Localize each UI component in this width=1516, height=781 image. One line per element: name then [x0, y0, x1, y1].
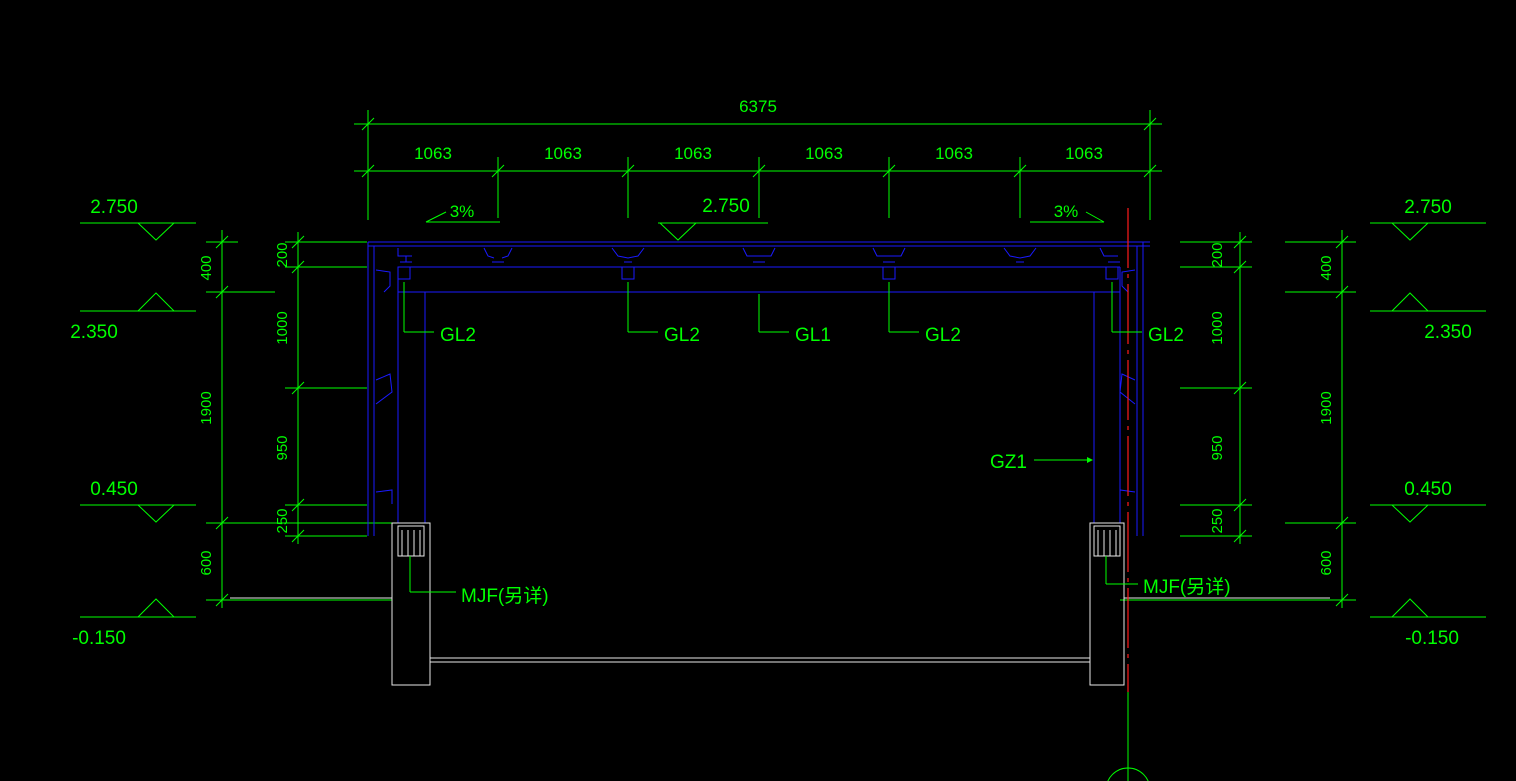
right-elev-1: 2.750	[1404, 197, 1452, 218]
left-outer-dim-400: 400	[198, 255, 215, 280]
steel-frame	[367, 241, 1150, 536]
foundation-right	[1089, 522, 1125, 686]
member-label-mjf-right: MJF(另详)	[1105, 556, 1231, 598]
right-inner-vertical-dimension: 200 1000 950 250	[1180, 232, 1252, 544]
right-inner-dim-200: 200	[1209, 242, 1226, 267]
left-outer-dim-600: 600	[198, 550, 215, 575]
left-outer-vertical-dimension: 400 1900 600	[198, 230, 392, 608]
left-inner-dim-200: 200	[274, 242, 291, 267]
foundation-left	[391, 522, 431, 686]
left-inner-dim-1000: 1000	[274, 311, 291, 344]
left-elev-4: -0.150	[72, 628, 126, 649]
gz1-text: GZ1	[990, 452, 1027, 473]
slope-mark-right: 3%	[1030, 202, 1105, 223]
bay-dim-1: 1063	[414, 144, 452, 163]
right-inner-dim-950: 950	[1209, 435, 1226, 460]
right-inner-dim-1000: 1000	[1209, 311, 1226, 344]
gl2-d-text: GL2	[1148, 325, 1184, 346]
slope-mark-left: 3%	[425, 202, 500, 223]
member-label-gl2-d: GL2	[1111, 282, 1184, 346]
top-overall-dimension: 6375	[354, 97, 1162, 220]
gl2-c-text: GL2	[925, 325, 961, 346]
gl1-text: GL1	[795, 325, 831, 346]
right-outer-dim-400: 400	[1318, 255, 1335, 280]
right-elevation-marks: 2.750 2.350 0.450 -0.150	[1370, 197, 1486, 649]
member-label-mjf-left: MJF(另详)	[409, 556, 549, 607]
right-inner-dim-250: 250	[1209, 508, 1226, 533]
right-outer-dim-1900: 1900	[1318, 391, 1335, 424]
slope-right-text: 3%	[1054, 202, 1079, 221]
left-elev-3: 0.450	[90, 479, 138, 500]
gl2-a-text: GL2	[440, 325, 476, 346]
member-label-gz1: GZ1	[990, 452, 1093, 473]
ground-beam	[230, 597, 1330, 663]
overall-dim-text: 6375	[739, 97, 777, 116]
bay-dim-5: 1063	[935, 144, 973, 163]
left-elevation-marks: 2.750 2.350 0.450 -0.150	[70, 197, 196, 649]
bay-dim-2: 1063	[544, 144, 582, 163]
bay-dim-4: 1063	[805, 144, 843, 163]
right-outer-dim-600: 600	[1318, 550, 1335, 575]
slope-left-text: 3%	[450, 202, 475, 221]
bay-dim-6: 1063	[1065, 144, 1103, 163]
top-bay-dimensions: 1063 1063 1063 1063 1063 1063	[354, 144, 1162, 218]
left-inner-dim-950: 950	[274, 435, 291, 460]
left-outer-dim-1900: 1900	[198, 391, 215, 424]
member-label-gl2-b: GL2	[627, 282, 700, 346]
right-elev-3: 0.450	[1404, 479, 1452, 500]
left-inner-vertical-dimension: 200 1000 950 250	[274, 232, 367, 544]
left-elev-1: 2.750	[90, 197, 138, 218]
member-label-gl2-c: GL2	[888, 282, 961, 346]
member-label-gl1: GL1	[758, 294, 831, 346]
right-elev-4: -0.150	[1405, 628, 1459, 649]
axis-line-green	[1107, 692, 1149, 781]
left-elev-2: 2.350	[70, 322, 118, 343]
left-inner-dim-250: 250	[274, 508, 291, 533]
bay-dim-3: 1063	[674, 144, 712, 163]
roof-top-elevation-mark: 2.750	[658, 196, 768, 241]
gl2-b-text: GL2	[664, 325, 700, 346]
roof-top-elevation-text: 2.750	[702, 196, 750, 217]
mjf-left-text: MJF(另详)	[461, 585, 549, 607]
right-outer-vertical-dimension: 400 1900 600	[1120, 230, 1356, 608]
member-label-gl2-a: GL2	[403, 282, 476, 346]
beam-connection-plates	[397, 266, 1119, 280]
right-elev-2: 2.350	[1424, 322, 1472, 343]
roof-purlins	[397, 247, 1120, 263]
side-girts	[375, 269, 1136, 504]
mjf-right-text: MJF(另详)	[1143, 576, 1231, 598]
